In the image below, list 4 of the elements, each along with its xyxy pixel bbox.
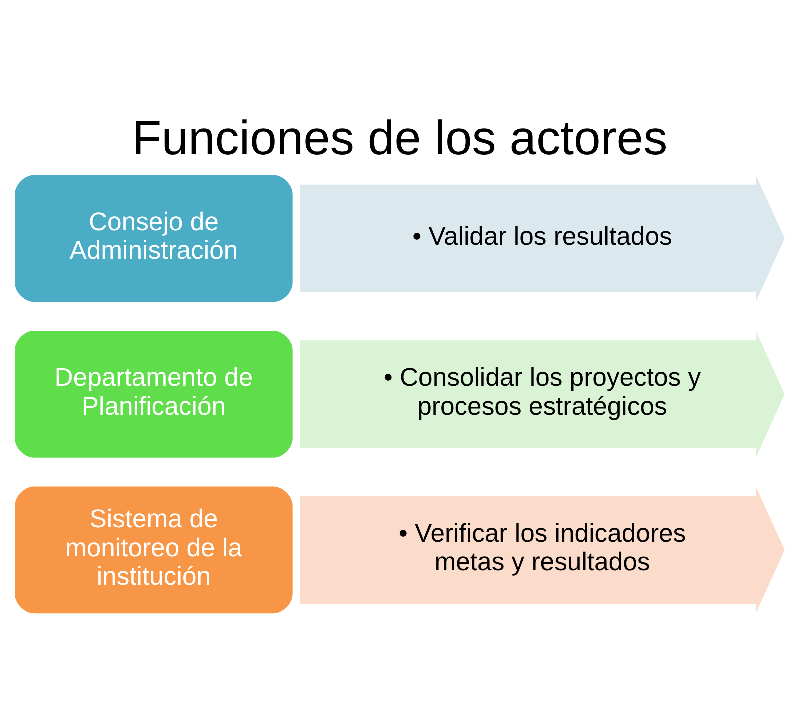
node-box: Consejo de Administración bbox=[15, 174, 293, 302]
node-box: Sistema de monitoreo de la institución bbox=[15, 486, 293, 614]
diagram-title: Funciones de los actores bbox=[132, 110, 668, 165]
node-box: Departamento de Planificación bbox=[15, 330, 293, 458]
